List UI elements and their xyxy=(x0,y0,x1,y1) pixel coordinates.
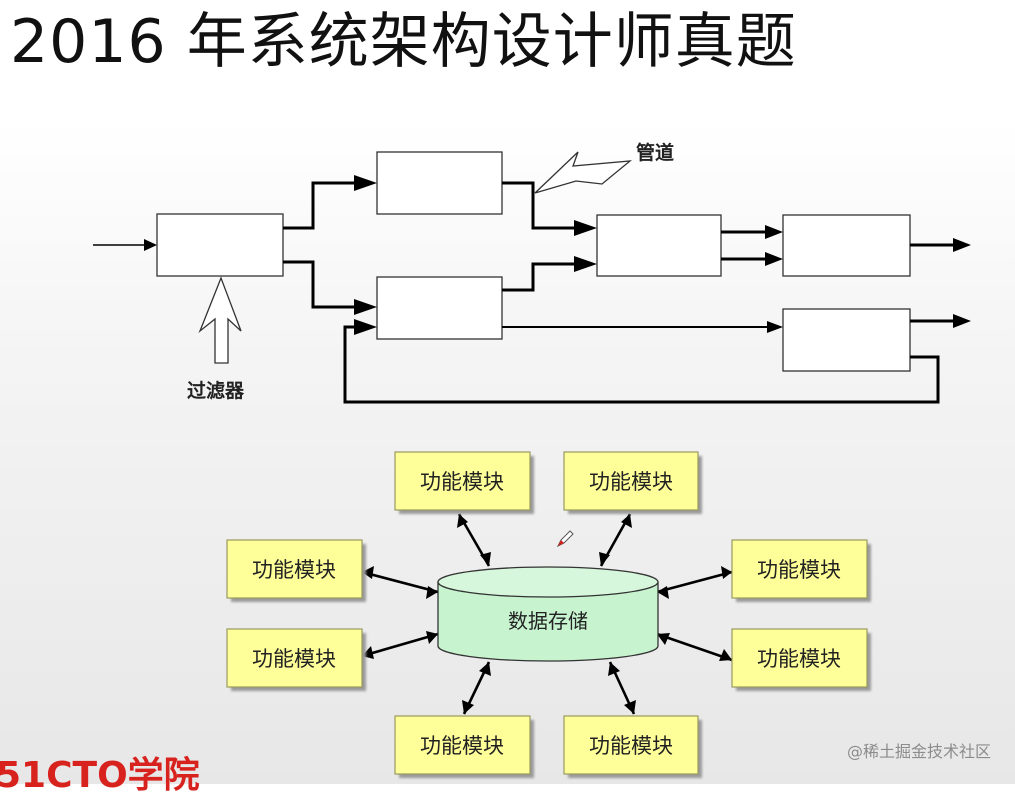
module-lower-right: 功能模块 xyxy=(731,628,871,691)
pipe-arrowhead xyxy=(953,314,971,328)
module-bottom-right: 功能模块 xyxy=(563,715,702,778)
pipe-arrowhead xyxy=(765,252,783,266)
pipe-arrowhead xyxy=(767,321,783,333)
module-label: 功能模块 xyxy=(252,647,336,671)
link-arrowhead xyxy=(657,586,669,599)
pipe-source-to-upper xyxy=(283,181,357,230)
pipe-feedback-loop xyxy=(343,325,940,404)
module-label: 功能模块 xyxy=(589,734,673,758)
link-arrowhead xyxy=(624,700,636,714)
module-label: 功能模块 xyxy=(420,470,504,494)
watermark-text: @稀土掘金技术社区 xyxy=(846,742,991,761)
link-arrowhead xyxy=(621,514,632,528)
module-label: 功能模块 xyxy=(420,734,504,758)
link-arrowhead xyxy=(657,633,670,645)
filter-box-output-upper xyxy=(782,214,911,277)
module-bottom-left: 功能模块 xyxy=(394,715,534,778)
link-arrowhead xyxy=(719,649,732,661)
module-label: 功能模块 xyxy=(589,470,673,494)
module-upper-right: 功能模块 xyxy=(731,539,871,602)
filter-box-output-lower xyxy=(782,308,911,372)
pipe-source-to-lower xyxy=(283,260,357,309)
link-arrowhead xyxy=(608,662,620,676)
pipe-arrowhead xyxy=(354,299,377,315)
link-arrowhead xyxy=(479,662,491,676)
pipe-label: 管道 xyxy=(636,141,674,164)
filter-box-merge xyxy=(596,214,722,277)
pen-cursor-icon xyxy=(556,530,574,548)
pipe-arrowhead xyxy=(574,256,597,272)
module-label: 功能模块 xyxy=(757,558,841,582)
filter-callout-arrow xyxy=(198,276,242,364)
link-arrowhead xyxy=(426,631,438,644)
slide-title: 2016 年系统架构设计师真题 xyxy=(10,7,797,77)
module-top-left: 功能模块 xyxy=(394,451,534,514)
pipe-arrowhead xyxy=(354,175,377,191)
link-arrowhead xyxy=(457,514,468,528)
pipe-arrowhead xyxy=(574,220,597,236)
filter-label: 过滤器 xyxy=(187,380,245,402)
module-label: 功能模块 xyxy=(757,647,841,671)
link-arrowhead xyxy=(480,552,491,566)
module-lower-left: 功能模块 xyxy=(226,628,366,691)
pipe-lower-to-merge xyxy=(502,262,577,292)
filter-box-source xyxy=(156,213,284,277)
pipe-upper-to-merge xyxy=(502,181,577,230)
link-arrowhead xyxy=(426,586,438,599)
link-module-upper-right xyxy=(656,570,733,594)
link-arrowhead xyxy=(362,566,374,579)
module-top-right: 功能模块 xyxy=(563,451,702,514)
filter-box-upper xyxy=(376,151,503,215)
input-arrowhead xyxy=(144,239,157,251)
data-store-top xyxy=(437,566,659,598)
link-module-lower-right xyxy=(656,632,733,662)
data-store-body xyxy=(437,581,659,662)
module-upper-left: 功能模块 xyxy=(226,539,366,602)
link-module-upper-left xyxy=(361,570,439,594)
pipe-callout-arrow xyxy=(534,151,633,194)
filter-box-lower xyxy=(376,276,503,340)
module-label: 功能模块 xyxy=(252,558,336,582)
pipe-arrowhead xyxy=(953,238,971,252)
link-arrowhead xyxy=(721,566,732,579)
module-links xyxy=(361,513,733,715)
link-arrowhead xyxy=(462,700,474,714)
pipe-arrowhead xyxy=(354,319,377,335)
data-store-cylinder: 数据存储 xyxy=(437,566,659,662)
brand-logo: 51CTO学院 xyxy=(0,755,200,796)
repository-diagram: 数据存储 功能模块 功能模块 功能模块 功能模块 功能模块 xyxy=(226,451,871,778)
pipe-arrowhead xyxy=(765,225,783,239)
pipe-filter-diagram: 管道 过滤器 xyxy=(93,141,971,404)
data-store-label: 数据存储 xyxy=(508,609,588,633)
link-arrowhead xyxy=(599,552,610,566)
link-module-lower-left xyxy=(361,632,439,658)
